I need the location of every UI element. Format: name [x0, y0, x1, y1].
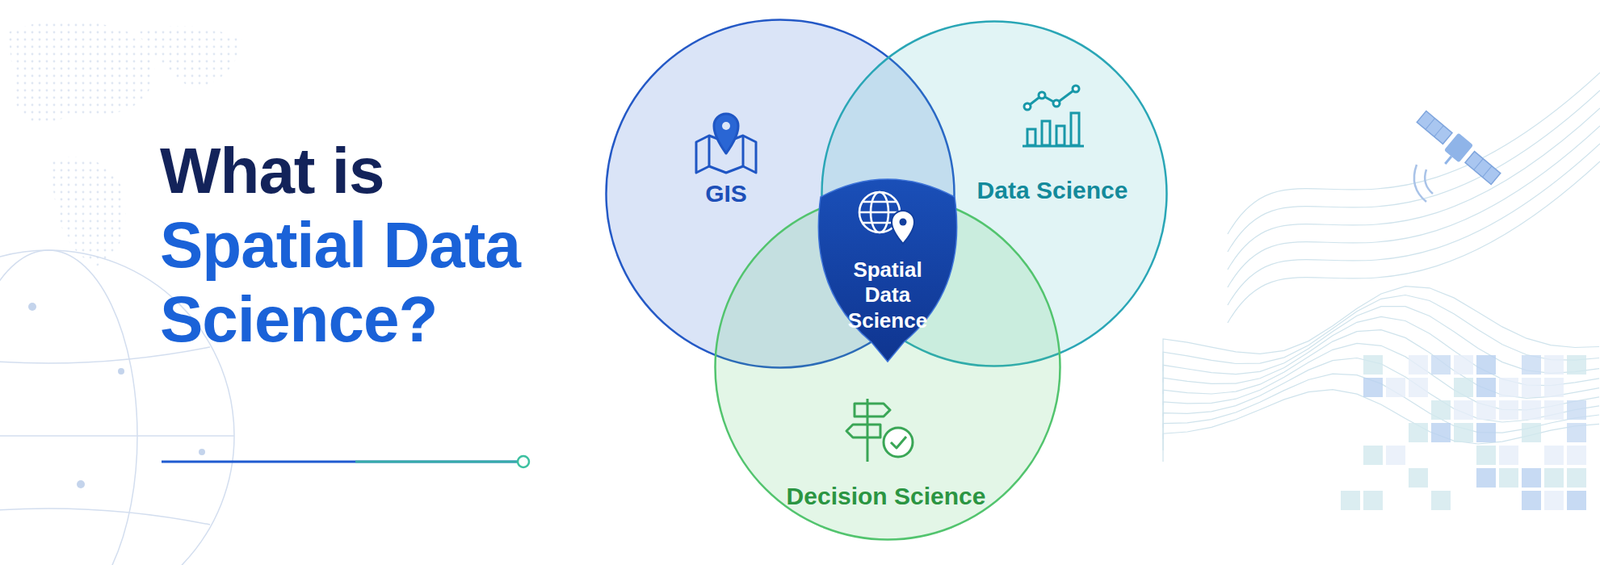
pixel-square	[1544, 468, 1564, 488]
pixel-square	[1385, 445, 1406, 466]
satellite	[1407, 108, 1504, 196]
pixel-square	[1566, 491, 1587, 511]
pixel-square	[1453, 377, 1474, 398]
pixel-square	[1363, 445, 1383, 466]
pixel-square	[1476, 400, 1496, 420]
pixel-square	[1431, 491, 1451, 511]
pixel-square	[1499, 468, 1519, 488]
pixel-square	[1544, 445, 1564, 466]
pixel-square	[1521, 355, 1542, 375]
pixel-square	[1431, 355, 1451, 375]
map-pin-icon	[696, 113, 756, 173]
pixel-square	[1453, 423, 1474, 443]
contour-line	[1227, 108, 1600, 270]
circle-label: Data Science	[971, 176, 1134, 206]
signal-arcs	[1414, 164, 1433, 202]
pixel-square	[1499, 377, 1519, 398]
pixel-square	[1476, 377, 1496, 398]
pixel-square	[1566, 468, 1587, 488]
pixel-square	[1521, 377, 1542, 398]
pixel-square	[1453, 355, 1474, 375]
pixel-square	[1499, 400, 1519, 420]
pixel-square	[1521, 423, 1542, 443]
pixel-square	[1544, 377, 1564, 398]
pixel-square	[1340, 491, 1361, 511]
data-wave-lines	[1163, 72, 1600, 462]
circle-label: Decision Science	[781, 482, 992, 512]
chart-icon	[1022, 85, 1084, 147]
center-label: Spatial Data Science	[831, 257, 945, 334]
pixel-square	[1431, 423, 1451, 443]
pixel-square	[1476, 445, 1496, 466]
pixel-square	[1408, 423, 1428, 443]
pixel-square	[1453, 400, 1474, 420]
pixel-square	[1566, 423, 1587, 443]
pixel-square	[1431, 400, 1451, 420]
signpost-icon	[846, 398, 913, 462]
contour-line	[1227, 143, 1600, 306]
pixel-square	[1544, 491, 1564, 511]
pixel-square	[1408, 468, 1428, 488]
circle-label: GIS	[669, 179, 783, 209]
wave-line	[1163, 373, 1600, 451]
pixel-square	[1521, 491, 1542, 511]
pixel-square	[1566, 400, 1587, 420]
pixel-square	[1408, 355, 1428, 375]
pixel-square	[1566, 355, 1587, 375]
title: What is Spatial Data Science?	[159, 134, 540, 357]
pixel-square	[1363, 491, 1383, 511]
pixel-square	[1544, 400, 1564, 420]
contour-line	[1227, 72, 1600, 235]
pixel-square	[1521, 468, 1542, 488]
contour-line	[1227, 161, 1600, 324]
title-underline	[161, 456, 530, 468]
pixel-square	[1521, 400, 1542, 420]
contour-line	[1227, 125, 1600, 288]
wave-line	[1163, 343, 1600, 429]
pixel-square	[1385, 377, 1406, 398]
pixel-square	[1476, 423, 1496, 443]
pixel-square	[1566, 445, 1587, 466]
pixel-square	[1363, 377, 1383, 398]
pixel-square	[1408, 377, 1428, 398]
pixel-square	[1476, 468, 1496, 488]
wave-line	[1163, 295, 1600, 384]
pixel-squares	[1340, 355, 1587, 511]
pixel-square	[1363, 355, 1383, 375]
center-shield: Spatial Data Science	[810, 167, 965, 362]
pixel-square	[1544, 355, 1564, 375]
contour-line	[1227, 90, 1600, 252]
pixel-square	[1476, 355, 1496, 375]
globe-pin-icon	[859, 192, 915, 244]
pixel-square	[1499, 445, 1519, 466]
